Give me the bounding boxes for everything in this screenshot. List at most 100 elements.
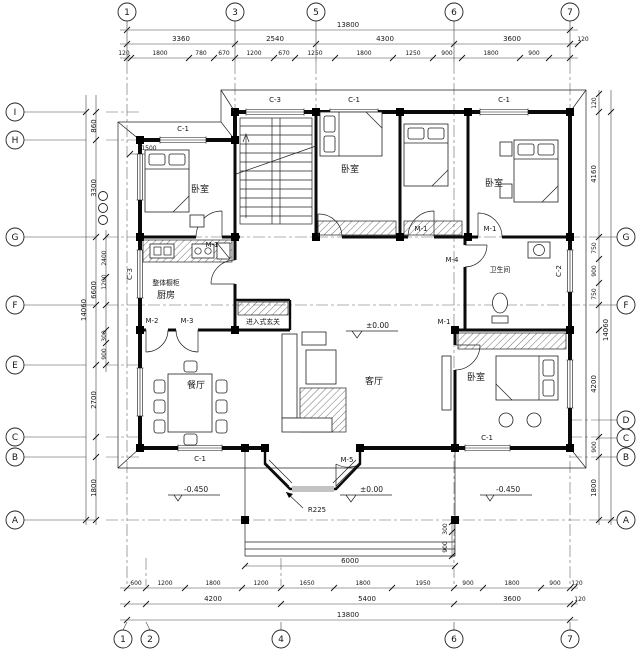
dim: 900 (462, 580, 474, 587)
label-m1-d: M-1 (437, 318, 450, 326)
coffee-table (305, 349, 337, 385)
label-c2-right: C-2 (555, 265, 563, 277)
wardrobe-mid (403, 220, 463, 236)
dim: 780 (195, 50, 207, 57)
dim: 1650 (299, 580, 314, 587)
dim-right-total: 14060 (602, 319, 610, 341)
entry-cabinet (237, 301, 289, 316)
label-c1-top-right: C-1 (498, 96, 510, 104)
stairs (235, 117, 317, 225)
dim: 1200 (101, 274, 108, 289)
dim: 4160 (590, 165, 598, 183)
axis-top-1: 1 (124, 8, 130, 18)
window-bay (265, 459, 360, 492)
label-m2: M-2 (145, 317, 158, 325)
dim: 5400 (358, 595, 376, 603)
window-c3-top (245, 108, 305, 116)
label-c1-top-mid: C-1 (348, 96, 360, 104)
axis-left-E: E (12, 361, 18, 371)
dim: 1800 (504, 580, 519, 587)
dim-top-total: 13800 (337, 21, 359, 29)
room-bedroom-tm: 卧室 (341, 163, 359, 175)
kitchen-sink (149, 243, 175, 259)
level-minus-left: -0.450 (184, 485, 208, 494)
label-m4: M-4 (445, 256, 459, 264)
bed-tm (319, 111, 383, 157)
axis-bottom-7: 7 (567, 635, 573, 645)
window-c1-bottom-left (177, 444, 223, 452)
window-left-dining (136, 367, 144, 417)
dim: 2540 (266, 35, 284, 43)
dim: 4300 (376, 35, 394, 43)
axis-left-G: G (12, 233, 19, 243)
axis-bottom-2: 2 (147, 635, 153, 645)
level-minus-right: -0.450 (496, 485, 520, 494)
dim: 860 (90, 119, 98, 132)
label-c1-bottom-right: C-1 (481, 434, 493, 442)
toilet-tank (491, 315, 509, 324)
bed-br (495, 355, 559, 401)
dim-bottom-total: 13800 (337, 611, 359, 619)
bed-mid (403, 123, 449, 187)
axis-right-D: D (623, 416, 630, 426)
axis-bottom-6: 6 (451, 635, 457, 645)
sink-bowl-2 (163, 246, 172, 256)
window-c3-left-kitchen (136, 249, 144, 299)
dim: 2700 (90, 391, 98, 409)
dim: 2400 (101, 250, 108, 265)
room-dining: 餐厅 (187, 379, 205, 391)
dim: 120 (118, 50, 130, 57)
nightstand-tl (189, 214, 205, 228)
dim: 900 (591, 265, 598, 277)
window-c1-bottom-right (464, 444, 511, 452)
bath-sink (527, 241, 551, 259)
label-kitchen-cabinet: 整体橱柜 (152, 278, 179, 287)
bed-tr (513, 139, 559, 203)
bath-sink-bowl (533, 244, 545, 256)
label-c3-top: C-3 (269, 96, 281, 104)
room-bedroom-tl: 卧室 (191, 183, 209, 195)
dim: 300 (442, 523, 449, 535)
fridge-mark (216, 242, 231, 260)
dim: 120 (577, 36, 589, 43)
dim: 1200 (246, 50, 261, 57)
axis-right-C: C (623, 434, 629, 444)
room-labels: 卧室 卧室 卧室 卧室 厨房 整体橱柜 餐厅 客厅 卫生间 进入式玄关 (152, 163, 510, 391)
chair-bottom (183, 433, 198, 446)
burner-2 (204, 247, 212, 255)
bed-tl (144, 149, 190, 213)
room-living: 客厅 (365, 375, 383, 387)
axis-left-H: H (12, 136, 19, 146)
dim: 1800 (90, 479, 98, 497)
axis-top-6: 6 (451, 8, 457, 18)
label-m1-a: M-1 (205, 241, 218, 249)
axis-left-A: A (12, 516, 19, 526)
axis-right-F: F (623, 301, 628, 311)
sofa-corner (281, 417, 333, 433)
porch-terrace (244, 448, 456, 557)
label-entry-closet: 进入式玄关 (246, 317, 280, 326)
label-c1-bottom-left: C-1 (194, 455, 206, 463)
dim: 4200 (590, 375, 598, 393)
dim: 900 (549, 580, 561, 587)
level-marks (168, 330, 532, 509)
dining-table (167, 373, 213, 433)
dim: 3360 (172, 35, 190, 43)
window-left-bedroom (136, 153, 144, 201)
label-c1-tl: C-1 (177, 125, 189, 133)
sofa-back (281, 333, 298, 419)
tv-stand (441, 355, 452, 411)
dim: 900 (442, 541, 449, 553)
burner-1 (194, 247, 202, 255)
dim: 670 (278, 50, 290, 57)
axis-top-7: 7 (567, 8, 573, 18)
dim-porch-width: 6000 (341, 557, 359, 565)
dim-left-total: 14060 (80, 299, 88, 321)
dim: 300 (101, 330, 108, 342)
dim: 600 (130, 580, 142, 587)
room-bathroom: 卫生间 (490, 265, 511, 274)
level-texts: ±0.00 ±0.00 -0.450 -0.450 R225 (184, 321, 520, 514)
dim: 900 (591, 441, 598, 453)
dim: 750 (591, 242, 598, 254)
opening-labels: C-3 C-1 C-1 C-1 C-3 C-2 C-1 C-1 M-1 M-1 … (126, 96, 563, 464)
